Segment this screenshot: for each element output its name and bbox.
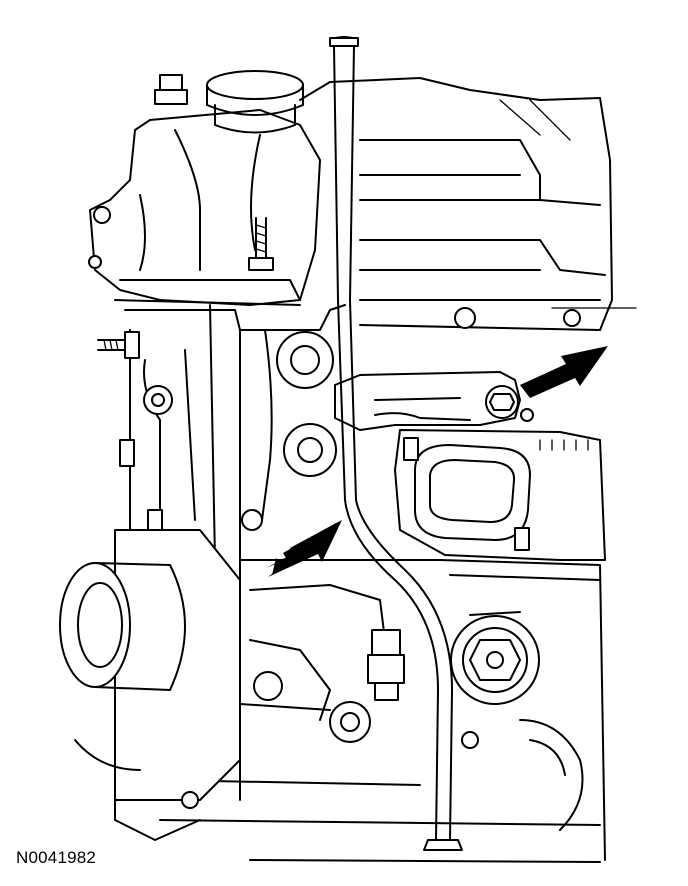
dipstick-tube (329, 36, 463, 851)
intake-housing (88, 109, 321, 306)
lower-block (159, 559, 606, 863)
exhaust-port (394, 429, 606, 561)
water-pump-pulley (59, 529, 241, 841)
figure-id-label: N0041982 (16, 848, 97, 867)
block-bosses (143, 307, 581, 531)
arrow-dipstick-tube (266, 520, 342, 577)
oil-filler-cap (206, 70, 304, 134)
top-bolt (154, 74, 188, 105)
sensor (367, 629, 405, 701)
oil-filter-adapter (450, 611, 540, 705)
arrow-bracket-bolt (520, 346, 608, 398)
valve-cover (299, 77, 613, 331)
left-studs (97, 331, 163, 537)
tube-bracket (334, 371, 534, 431)
intake-stud (248, 217, 274, 271)
lower-right-pulley (461, 719, 584, 831)
